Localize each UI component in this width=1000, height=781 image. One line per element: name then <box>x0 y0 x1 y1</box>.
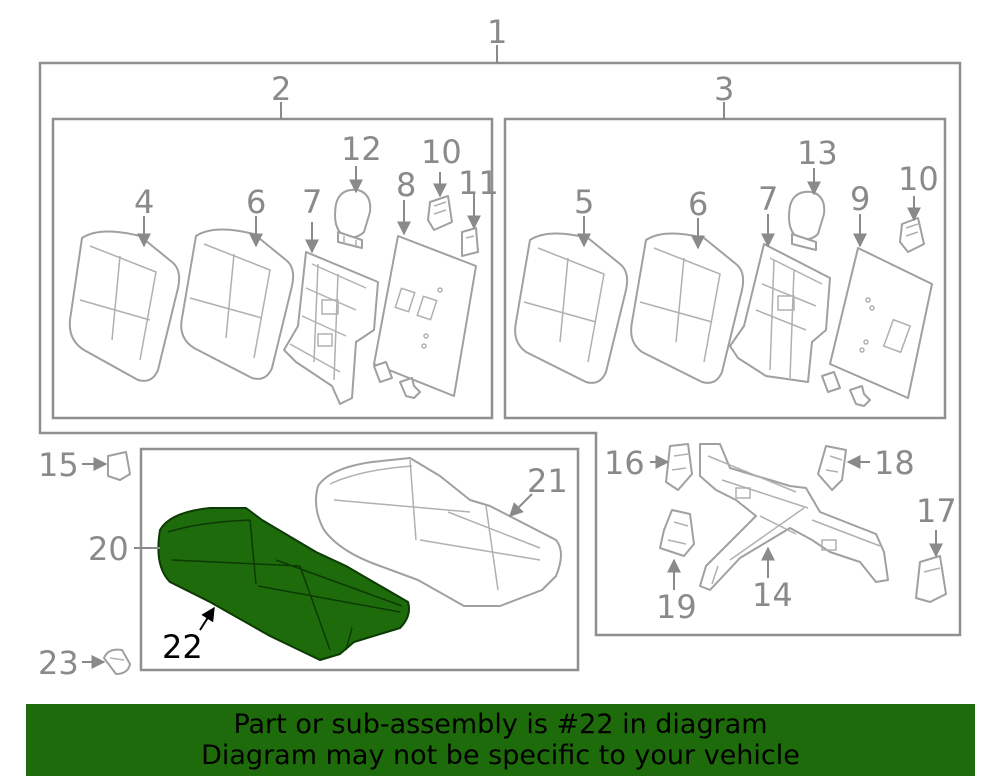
callout-14: 14 <box>752 576 793 614</box>
seat-cushion-cover-22 <box>157 507 410 661</box>
seatback-cover-6-left <box>180 228 295 380</box>
callout-22: 22 <box>162 628 203 666</box>
bracket-19 <box>659 509 695 557</box>
cushion-group-box <box>139 447 580 672</box>
callout-2: 2 <box>271 70 291 108</box>
callout-12: 12 <box>341 130 382 168</box>
clip-11 <box>461 227 479 257</box>
callout-10-left: 10 <box>421 133 462 171</box>
callout-19: 19 <box>656 588 697 626</box>
callout-16: 16 <box>604 444 645 482</box>
seatback-cover-4 <box>68 230 181 382</box>
clip-10-right <box>899 217 925 253</box>
seatback-frame-7-left <box>283 251 379 405</box>
callout-5: 5 <box>574 183 594 221</box>
seatback-cover-6-right <box>630 232 745 384</box>
callout-4: 4 <box>134 183 154 221</box>
callout-9: 9 <box>850 180 870 218</box>
headrest-12 <box>334 188 372 249</box>
callout-20: 20 <box>88 530 129 568</box>
clip-10-left <box>427 195 453 231</box>
callout-7-left: 7 <box>302 183 322 221</box>
callout-21: 21 <box>527 462 568 500</box>
callout-1: 1 <box>487 13 507 51</box>
bolt-left <box>373 361 421 399</box>
assembly-2-box <box>51 117 494 420</box>
headrest-13 <box>788 190 826 251</box>
clip-15 <box>107 451 131 481</box>
seatback-frame-7-right <box>729 243 831 383</box>
bolt-right <box>821 371 871 407</box>
seat-frame-14 <box>699 443 889 591</box>
callout-7-right: 7 <box>758 180 778 218</box>
info-banner: Part or sub-assembly is #22 in diagram D… <box>26 704 975 776</box>
back-board-8 <box>373 235 477 397</box>
callout-10-right: 10 <box>898 160 939 198</box>
clip-23 <box>103 648 131 675</box>
seatback-cover-5 <box>514 232 629 384</box>
bracket-18 <box>817 445 847 491</box>
banner-line-1: Part or sub-assembly is #22 in diagram <box>233 709 768 740</box>
bracket-16 <box>665 443 693 491</box>
banner-line-2: Diagram may not be specific to your vehi… <box>201 740 800 771</box>
callout-17: 17 <box>916 492 957 530</box>
callout-18: 18 <box>874 444 915 482</box>
callout-23: 23 <box>38 644 79 682</box>
callout-11: 11 <box>458 164 499 202</box>
callout-13: 13 <box>797 134 838 172</box>
seat-cushion-pad-21 <box>315 457 562 607</box>
callout-8: 8 <box>396 166 416 204</box>
back-board-9 <box>829 247 933 399</box>
callout-15: 15 <box>38 446 79 484</box>
bracket-17 <box>915 555 947 603</box>
callout-6-left: 6 <box>246 183 266 221</box>
assembly-1-outline <box>38 61 962 637</box>
callout-3: 3 <box>714 70 734 108</box>
callout-6-right: 6 <box>688 185 708 223</box>
